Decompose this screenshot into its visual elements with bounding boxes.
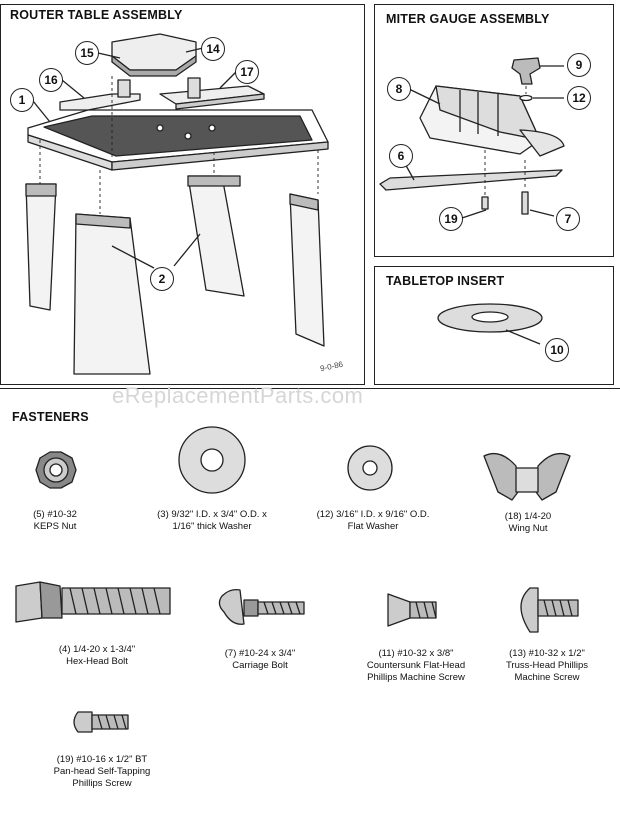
caption-truss-head-screw: (13) #10-32 x 1/2" Truss-Head Phillips M… — [505, 648, 588, 683]
callout-7: 7 — [556, 207, 580, 231]
leg-front-right — [187, 175, 245, 297]
fence-right — [159, 77, 265, 110]
router-guard — [111, 33, 197, 77]
leg-back-right — [289, 193, 325, 347]
caption-pan-head-screw: (19) #10-16 x 1/2" BT Pan-head Self-Tapp… — [53, 754, 151, 789]
countersunk-screw-icon — [387, 593, 437, 627]
miter-bar — [379, 169, 563, 191]
screw-7 — [521, 191, 529, 215]
callout-19: 19 — [439, 207, 463, 231]
carriage-bolt-icon — [218, 588, 305, 625]
leg-front-left — [73, 213, 151, 375]
callout-6: 6 — [389, 144, 413, 168]
callout-10: 10 — [545, 338, 569, 362]
wing-nut-icon — [483, 452, 571, 501]
keps-nut-icon — [35, 451, 77, 489]
caption-flat-washer: (12) 3/16" I.D. x 9/16" O.D. Flat Washer — [316, 509, 430, 532]
truss-head-screw-icon — [520, 587, 579, 633]
tabletop-insert-panel — [374, 266, 614, 385]
washer-icon — [178, 426, 246, 494]
insert-hole — [471, 311, 509, 323]
miter-gauge-panel — [374, 4, 614, 257]
callout-8: 8 — [387, 77, 411, 101]
callout-1: 1 — [10, 88, 34, 112]
callout-9: 9 — [567, 53, 591, 77]
caption-keps-nut: (5) #10-32 KEPS Nut — [33, 509, 77, 532]
flat-washer-icon — [347, 445, 393, 491]
callout-14: 14 — [201, 37, 225, 61]
tabletop-insert-title: TABLETOP INSERT — [386, 274, 505, 288]
miter-gauge-body — [419, 85, 565, 157]
washer-small — [519, 94, 533, 102]
caption-wing-nut: (18) 1/4-20 Wing Nut — [504, 511, 552, 534]
leg-back-left — [25, 183, 57, 311]
caption-carriage-bolt: (7) #10-24 x 3/4" Carriage Bolt — [224, 648, 296, 671]
callout-17: 17 — [235, 60, 259, 84]
table-top — [27, 109, 329, 171]
callout-12: 12 — [567, 86, 591, 110]
caption-hex-head-bolt: (4) 1/4-20 x 1-3/4" Hex-Head Bolt — [58, 644, 136, 667]
fasteners-divider — [0, 388, 620, 389]
watermark: eReplacementParts.com — [112, 383, 364, 408]
pan-head-screw-icon — [73, 711, 129, 733]
fasteners-title: FASTENERS — [12, 410, 89, 424]
callout-16: 16 — [39, 68, 63, 92]
knob — [511, 57, 541, 85]
router-table-panel — [0, 4, 365, 385]
hex-head-bolt-icon — [15, 581, 171, 623]
router-table-title: ROUTER TABLE ASSEMBLY — [10, 8, 183, 22]
caption-countersunk-screw: (11) #10-32 x 3/8" Countersunk Flat-Head… — [366, 648, 466, 683]
callout-15: 15 — [75, 41, 99, 65]
screw-19 — [481, 196, 489, 210]
caption-washer: (3) 9/32" I.D. x 3/4" O.D. x 1/16" thick… — [157, 509, 267, 532]
miter-gauge-title: MITER GAUGE ASSEMBLY — [386, 12, 550, 26]
callout-2: 2 — [150, 267, 174, 291]
